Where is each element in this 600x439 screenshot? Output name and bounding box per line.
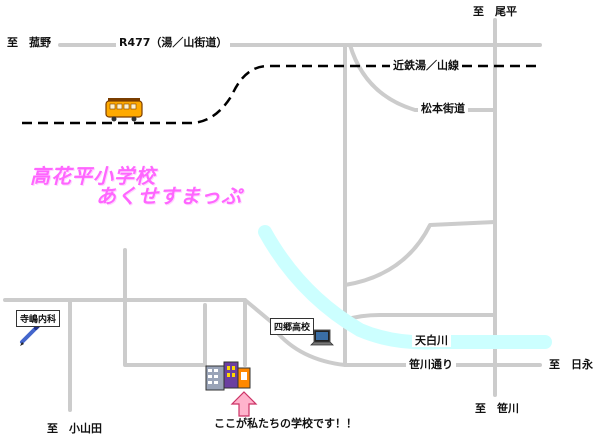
road-matsumoto-curve bbox=[348, 43, 497, 112]
label-to-koyamada: 至 小山田 bbox=[44, 423, 105, 435]
road-lower-left bbox=[123, 248, 207, 367]
label-kintetsu-line: 近鉄湯／山線 bbox=[390, 60, 462, 72]
road-upper-branch bbox=[343, 220, 497, 287]
road-river-link bbox=[343, 313, 497, 322]
road-sasagawa bbox=[273, 328, 542, 367]
kintetsu-railway bbox=[22, 64, 540, 125]
label-to-obira: 至 尾平 bbox=[470, 6, 520, 18]
label-to-hinaga: 至 日永 bbox=[546, 359, 596, 371]
roads bbox=[3, 18, 542, 412]
laptop-icon bbox=[310, 329, 334, 346]
label-to-sasagawa: 至 笹川 bbox=[472, 403, 522, 415]
label-our-school: ここが私たちの学校です！！ bbox=[214, 417, 357, 430]
label-yokkaichi-hs: 四郷高校 bbox=[270, 318, 315, 335]
up-arrow-icon bbox=[230, 391, 258, 417]
label-sasagawa-street: 笹川通り bbox=[406, 359, 456, 371]
map-title-line2: あくせすまっぷ bbox=[96, 184, 243, 208]
school-building-icon bbox=[205, 361, 251, 391]
label-route-477: R477（湯／山街道） bbox=[116, 37, 231, 49]
map-title-line1: 高花平小学校 bbox=[30, 164, 156, 188]
train-icon bbox=[105, 98, 143, 122]
label-terashima-clinic: 寺嶋内科 bbox=[16, 310, 61, 327]
label-matsumoto-road: 松本街道 bbox=[418, 103, 468, 115]
label-to-komono: 至 菰野 bbox=[4, 37, 54, 49]
label-tenpaku-river: 天白川 bbox=[412, 335, 451, 347]
pen-icon bbox=[20, 322, 42, 346]
